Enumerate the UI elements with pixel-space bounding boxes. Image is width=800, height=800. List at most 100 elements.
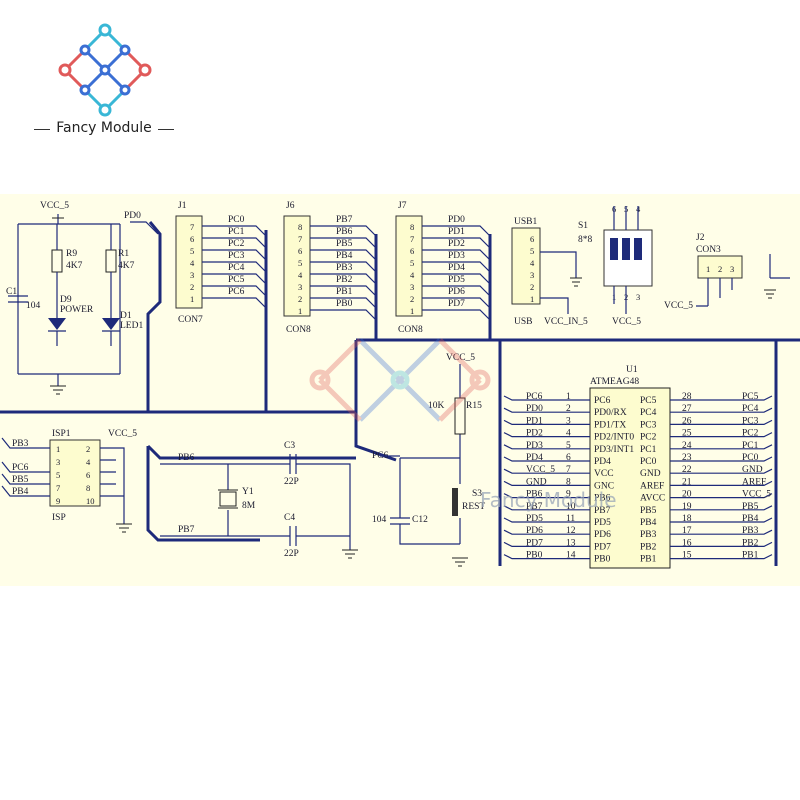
mcu-right-wire [670, 419, 773, 425]
mcu-left-wire [503, 468, 590, 474]
mcu-left-wire [503, 444, 590, 450]
svg-text:1: 1 [56, 444, 60, 454]
mcu-left-net: PC6 [526, 392, 543, 402]
svg-text:3: 3 [530, 270, 534, 280]
brand-name: Fancy Module [34, 120, 174, 136]
svg-text:3: 3 [56, 457, 60, 467]
svg-text:2: 2 [298, 294, 302, 304]
isp-vcc: VCC_5 [108, 429, 137, 439]
svg-text:PB1: PB1 [336, 287, 353, 297]
bus-lines [0, 221, 800, 566]
mcu-right-wire [670, 541, 773, 547]
j2-vcc: VCC_5 [664, 301, 693, 311]
c4-ref: C4 [284, 513, 295, 523]
svg-text:4: 4 [298, 270, 303, 280]
watermark-text: Fancy Module [480, 488, 617, 512]
mcu-left-wire [503, 554, 590, 560]
svg-text:7: 7 [190, 222, 194, 232]
svg-text:6: 6 [410, 246, 414, 256]
mcu-left-pin: 1 [566, 392, 571, 402]
mcu-left-net: GND [526, 477, 547, 487]
crystal-y1 [219, 491, 237, 507]
mcu-left-name: PD6 [594, 530, 611, 540]
svg-text:5: 5 [530, 246, 534, 256]
mcu-right-name: PC2 [640, 433, 657, 443]
svg-text:2: 2 [530, 282, 534, 292]
mcu-left-name: PD3/INT1 [594, 445, 634, 455]
mcu-left-pin: 13 [566, 538, 576, 548]
d1-name: LED1 [120, 321, 143, 331]
c4-value: 22P [284, 549, 299, 559]
mcu-right-name: PB4 [640, 518, 657, 528]
svg-text:PD3: PD3 [448, 251, 465, 261]
mcu-right-pin: 18 [682, 514, 692, 524]
mcu-left-net: PD3 [526, 441, 543, 451]
r9-value: 4K7 [66, 261, 83, 271]
d1-ref: D1 [120, 311, 132, 321]
mcu-right-pin: 22 [682, 465, 692, 475]
svg-text:PB5: PB5 [12, 475, 29, 485]
mcu-left-wire [503, 432, 590, 438]
mcu-left-name: PD0/RX [594, 408, 627, 418]
c12-value: 104 [372, 515, 387, 525]
mcu-right-name: PC4 [640, 408, 657, 418]
reset-vcc: VCC_5 [446, 353, 475, 363]
mcu-left-pin: 3 [566, 416, 571, 426]
usb-connector: USB1 6 5 4 3 2 1 USB VCC_IN_5 VCC_5 [511, 217, 641, 327]
svg-text:1: 1 [530, 294, 534, 304]
mcu-left-name: GNC [594, 481, 614, 491]
j7-name: CON8 [398, 325, 423, 335]
mcu-left-name: PC6 [594, 396, 611, 406]
mcu-right-pin: 27 [682, 404, 692, 414]
mcu-name: ATMEAG48 [590, 377, 639, 387]
mcu-left-net: PD1 [526, 416, 543, 426]
svg-text:6: 6 [530, 234, 534, 244]
usb-name: USB [514, 317, 532, 327]
d9-name: POWER [60, 305, 94, 315]
c3-value: 22P [284, 477, 299, 487]
svg-text:7: 7 [298, 234, 302, 244]
svg-text:3: 3 [636, 292, 640, 302]
ground-icon [764, 289, 776, 299]
mcu-right-wire [670, 407, 773, 413]
mcu-left-net: PB7 [526, 502, 543, 512]
mcu-left-wire [503, 505, 590, 511]
svg-text:PC1: PC1 [228, 227, 245, 237]
mcu-right-net: PB4 [742, 514, 759, 524]
r1-ref: R1 [118, 249, 129, 259]
s3-name: REST [462, 502, 485, 512]
r9-resistor [51, 249, 63, 273]
mcu-left-pin: 5 [566, 441, 571, 451]
ground-icon [452, 557, 468, 567]
mcu-right-name: PC0 [640, 457, 657, 467]
svg-text:4: 4 [410, 270, 415, 280]
mcu-right-name: PB5 [640, 506, 657, 516]
svg-text:4: 4 [86, 457, 91, 467]
svg-text:5: 5 [410, 258, 414, 268]
svg-text:6: 6 [86, 470, 90, 480]
header-j6: J6 CON8 8 7 6 5 4 3 2 1 PB7 PB6 PB5 PB4 … [283, 201, 377, 335]
svg-text:PD5: PD5 [448, 275, 465, 285]
isp-ref: ISP1 [52, 429, 71, 439]
mcu-left-net: PD0 [526, 404, 543, 414]
mcu-right-pin: 20 [682, 490, 692, 500]
mcu-left-pin: 10 [566, 502, 576, 512]
d1-led-icon [102, 318, 120, 330]
svg-text:PB7: PB7 [336, 215, 353, 225]
mcu-right-name: AREF [640, 481, 664, 491]
svg-text:PC2: PC2 [228, 239, 245, 249]
svg-text:PB3: PB3 [12, 439, 29, 449]
ground-icon [116, 523, 132, 533]
svg-text:6: 6 [190, 234, 194, 244]
s3-ref: S3 [472, 489, 482, 499]
mcu-left-net: PD6 [526, 526, 543, 536]
mcu-right-pin: 19 [682, 502, 692, 512]
mcu-left-wire [503, 529, 590, 535]
j2-ref: J2 [696, 233, 705, 243]
mcu-right-name: PC1 [640, 445, 657, 455]
ground-icon [50, 385, 66, 395]
j2-name: CON3 [696, 245, 721, 255]
header-j7: J7 CON8 8 7 6 5 4 3 2 1 PD0 PD1 PD2 PD3 … [395, 201, 491, 335]
